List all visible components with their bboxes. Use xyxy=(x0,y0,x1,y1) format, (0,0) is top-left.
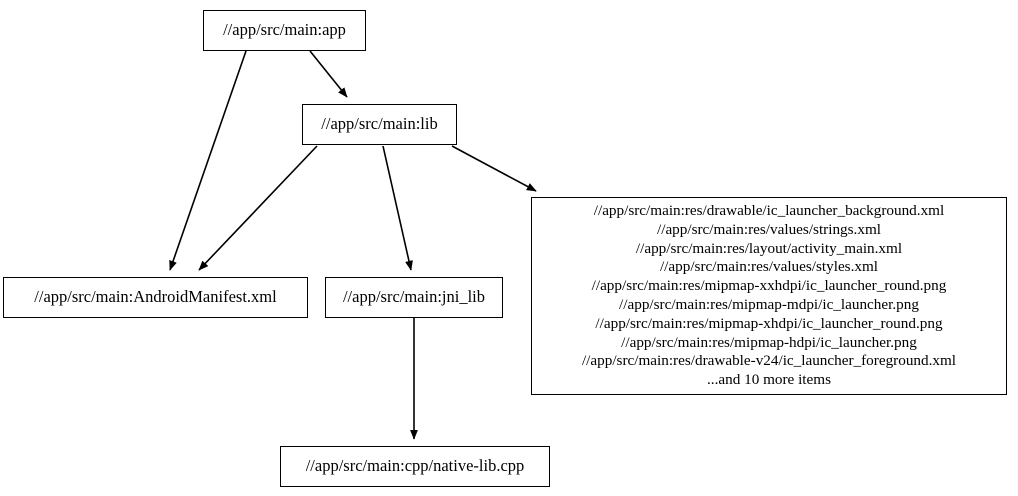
edge-app-to-manifest xyxy=(169,50,247,271)
node-res-bundle[interactable]: //app/src/main:res/drawable/ic_launcher_… xyxy=(531,197,1007,395)
edge-app-to-lib xyxy=(309,50,348,98)
node-android-manifest[interactable]: //app/src/main:AndroidManifest.xml xyxy=(3,277,308,318)
node-jni-lib[interactable]: //app/src/main:jni_lib xyxy=(325,277,503,318)
node-android-manifest-label: //app/src/main:AndroidManifest.xml xyxy=(34,287,277,307)
node-native-lib-cpp-label: //app/src/main:cpp/native-lib.cpp xyxy=(305,456,525,476)
edge-lib-to-jni-lib xyxy=(382,145,413,271)
node-lib-label: //app/src/main:lib xyxy=(321,114,438,134)
node-native-lib-cpp[interactable]: //app/src/main:cpp/native-lib.cpp xyxy=(280,446,550,487)
edge-lib-to-manifest xyxy=(198,145,318,271)
edge-lib-to-res xyxy=(451,145,537,192)
node-app[interactable]: //app/src/main:app xyxy=(203,10,366,51)
node-app-label: //app/src/main:app xyxy=(223,20,346,40)
node-jni-lib-label: //app/src/main:jni_lib xyxy=(342,287,486,307)
node-res-bundle-label: //app/src/main:res/drawable/ic_launcher_… xyxy=(581,202,957,389)
node-lib[interactable]: //app/src/main:lib xyxy=(302,104,457,145)
